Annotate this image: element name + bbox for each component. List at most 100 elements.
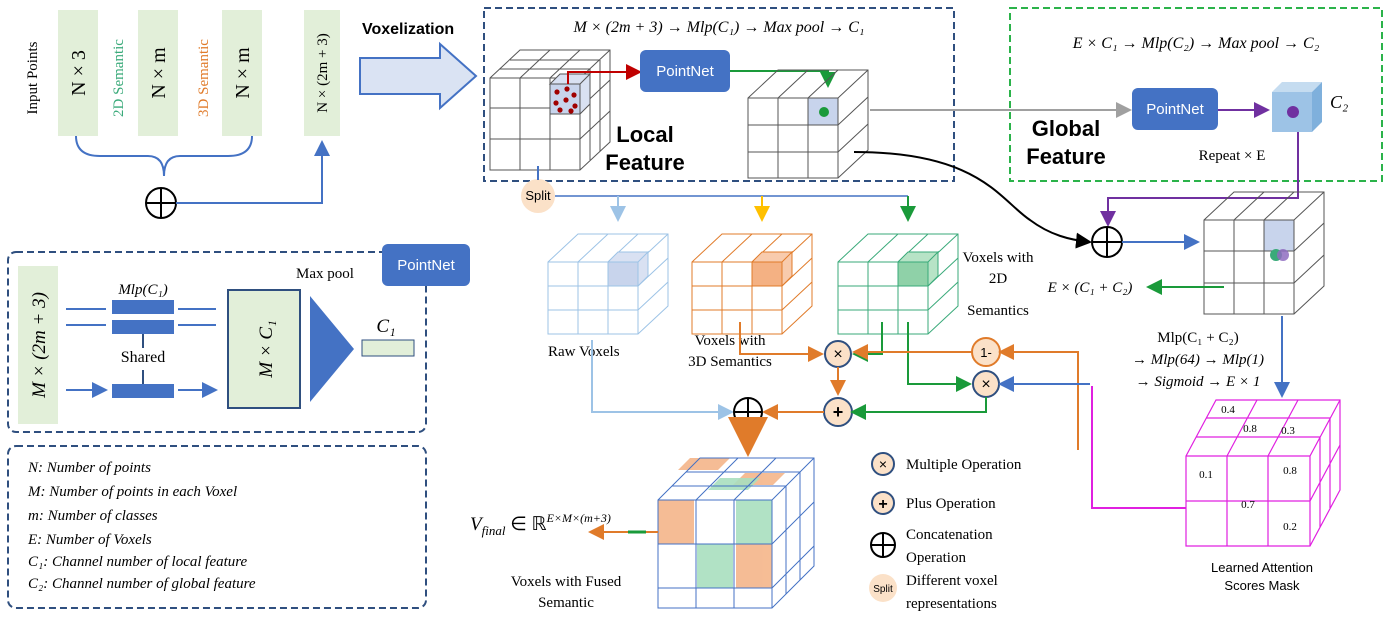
local-feature-dot [819, 107, 829, 117]
svg-text:0.3: 0.3 [1281, 425, 1295, 437]
svg-text:×: × [879, 456, 887, 472]
global-formula: E × C₁ → Mlp(C₂) → Max pool → C₂ [1072, 35, 1320, 52]
sem3d-to-mult [739, 322, 824, 362]
fused-voxel-cube [657, 457, 815, 609]
svg-text:0.7: 0.7 [1241, 499, 1255, 511]
detail-c1: C₁ [376, 316, 395, 337]
legend-m-small: m: Number of classes [28, 508, 158, 524]
attention-scores: 0.4 0.8 0.3 0.1 0.8 0.7 0.2 [1199, 404, 1297, 533]
operations-legend: × Multiple Operation + Plus Operation Co… [869, 452, 1022, 612]
detail-maxpool: Max pool [296, 266, 354, 282]
col-nm1-box [138, 10, 178, 136]
legend-n: N: Number of points [27, 460, 151, 476]
svg-text:0.8: 0.8 [1283, 465, 1297, 477]
plus-operator: + [823, 397, 853, 427]
svg-text:0.4: 0.4 [1221, 404, 1235, 416]
svg-text:+: + [833, 402, 844, 422]
local-feature-panel: M × (2m + 3) → Mlp(C₁) → Max pool → C₁ P… [483, 7, 955, 182]
op-split-badge: Split [873, 584, 893, 595]
attention-mask-cube [1185, 399, 1341, 547]
sem2d-label-3: Semantics [967, 303, 1029, 319]
voxelization-label: Voxelization [362, 21, 454, 38]
concat-to-column-arrow [176, 140, 330, 204]
concat-operator-mid [1091, 226, 1123, 258]
svg-text:+: + [878, 496, 887, 513]
detail-shared: Shared [121, 349, 165, 366]
svg-text:×: × [833, 346, 842, 363]
col-3d-label: 3D Semantic [196, 39, 212, 117]
col-nm2-text: N × m [232, 47, 254, 99]
input-brace [75, 135, 253, 177]
mlp-line-3: → Sigmoid → E × 1 [1136, 374, 1261, 390]
global-c2-label: C₂ [1330, 92, 1348, 112]
global-title-1: Global [1032, 116, 1100, 141]
svg-text:0.2: 0.2 [1283, 521, 1297, 533]
legend-c2: C₂: Channel number of global feature [28, 576, 256, 592]
legend-e: E: Number of Voxels [27, 532, 152, 548]
mask-label-1: Learned Attention [1211, 560, 1313, 575]
input-columns: Input Points N × 3 2D Semantic N × m 3D … [25, 10, 478, 219]
svg-text:1-: 1- [980, 345, 992, 360]
repeat-label: Repeat × E [1199, 148, 1266, 164]
op-concat-2: Operation [906, 550, 966, 566]
concat-operator-top [145, 187, 177, 219]
local-point-dots [553, 86, 578, 114]
multiply-operator-left: × [824, 340, 852, 368]
local-title-1: Local [616, 122, 673, 147]
input-points-label: Input Points [25, 41, 41, 114]
col-concat-text: N × (2m + 3) [315, 33, 331, 112]
op-split-1: Different voxel [906, 573, 998, 589]
sem3d-label-2: 3D Semantics [688, 354, 772, 370]
col-2d-label: 2D Semantic [111, 39, 127, 117]
op-concat-1: Concatenation [906, 527, 993, 543]
svg-text:0.1: 0.1 [1199, 469, 1213, 481]
svg-text:0.8: 0.8 [1243, 423, 1257, 435]
svg-text:×: × [981, 376, 990, 393]
local-pointnet-label: PointNet [656, 63, 714, 80]
fused-label-1: Voxels with Fused [511, 574, 622, 590]
local-to-concat-curve [853, 151, 1092, 249]
detail-feature: M × C₁ [256, 320, 277, 378]
multiply-operator-right: × [972, 370, 1000, 398]
local-formula: M × (2m + 3) → Mlp(C₁) → Max pool → C₁ [573, 19, 865, 36]
col-n3-text: N × 3 [68, 50, 90, 96]
mask-to-one-minus [998, 344, 1079, 450]
split-badge-main: Split [521, 179, 555, 213]
raw-to-concat [591, 340, 734, 420]
global-c2-cube [1272, 82, 1322, 132]
detail-input: M × (2m + 3) [29, 292, 50, 399]
concat-operator-bottom [733, 397, 763, 427]
e-c1c2-label: E × (C₁ + C₂) [1047, 280, 1133, 296]
local-title-2: Feature [605, 150, 684, 175]
detail-pointnet: PointNet [397, 257, 455, 274]
global-pointnet-label: PointNet [1146, 101, 1204, 118]
pointnet-detail-panel: M × (2m + 3) Mlp(C₁) Shared M × C₁ Max p… [7, 244, 470, 433]
col-n3-box [58, 10, 98, 136]
sem2d-label-2: 2D [989, 271, 1008, 287]
local-pointnet-box [640, 50, 730, 92]
col-nm1-text: N × m [148, 47, 170, 99]
mask-label-2: Scores Mask [1224, 578, 1300, 593]
voxelization-arrow [359, 41, 478, 111]
concatenated-feature-cube [1203, 191, 1325, 315]
sem2d-label-1: Voxels with [963, 250, 1034, 266]
col-concat-box [304, 10, 340, 136]
op-multiple: Multiple Operation [906, 457, 1022, 473]
global-pointnet-box [1132, 88, 1218, 130]
op-plus: Plus Operation [906, 496, 996, 512]
svg-text:Split: Split [525, 188, 551, 203]
global-title-2: Feature [1026, 144, 1105, 169]
final-output-label: Vfinal ∈ ℝE×M×(m+3) [470, 511, 611, 538]
legend-c1: C₁: Channel number of local feature [28, 554, 248, 570]
sem3d-label-1: Voxels with [695, 333, 766, 349]
repeat-arrow [1100, 132, 1299, 227]
mlp-line-1: Mlp(C₁ + C₂) [1157, 330, 1238, 346]
one-minus-operator: 1- [971, 337, 1001, 367]
legend-m-big: M: Number of points in each Voxel [27, 484, 237, 500]
col-nm2-box [222, 10, 262, 136]
detail-mlp: Mlp(C₁) [117, 282, 167, 298]
mlp-line-2: → Mlp(64) → Mlp(1) [1132, 352, 1264, 368]
raw-voxels-label: Raw Voxels [548, 344, 620, 360]
notation-legend: N: Number of points M: Number of points … [7, 445, 427, 609]
